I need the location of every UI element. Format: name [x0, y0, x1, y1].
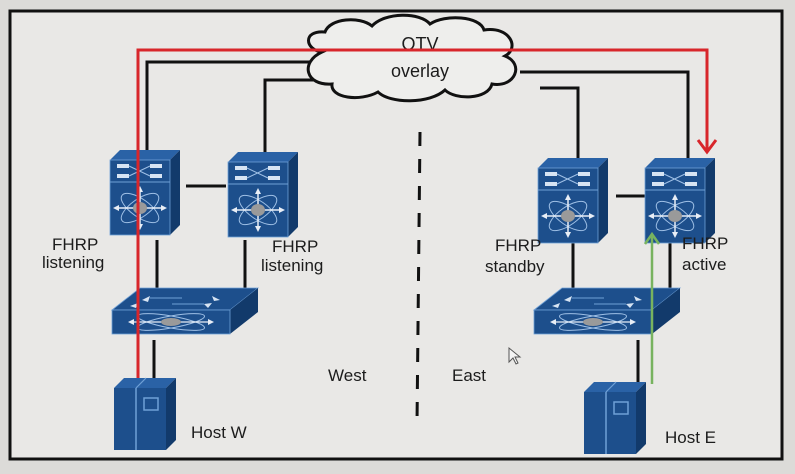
- east-aggregation-switch-2: [644, 157, 716, 244]
- west-aggregation-switch-2: [227, 151, 299, 238]
- cloud-label-overlay: overlay: [391, 61, 449, 81]
- east-access-switch: [533, 287, 681, 335]
- link-east1-otv: [540, 86, 580, 160]
- outbound-arrowhead-icon: [696, 139, 718, 155]
- west-aggregation-switch-1: [109, 149, 181, 236]
- west-agg2-label-line1: FHRP: [272, 237, 318, 256]
- outbound-traffic-path: [136, 48, 718, 378]
- region-label-west: West: [328, 366, 367, 385]
- host-e-server: [583, 381, 647, 455]
- east-aggregation-switch-1: [537, 157, 609, 244]
- west-east-divider: [415, 131, 422, 425]
- network-links: [145, 60, 690, 384]
- east-agg1-label-line2: standby: [485, 257, 545, 276]
- return-arrowhead-icon: [643, 231, 661, 245]
- host-e-label: Host E: [665, 428, 716, 447]
- east-agg2-label-line1: FHRP: [682, 234, 728, 253]
- link-east2-otv: [520, 70, 690, 160]
- region-label-east: East: [452, 366, 486, 385]
- mouse-pointer-icon: [508, 346, 522, 365]
- west-agg1-label-line2: listening: [42, 253, 104, 272]
- return-traffic-path: [643, 231, 661, 384]
- east-agg2-label-line2: active: [682, 255, 726, 274]
- west-agg1-label-line1: FHRP: [52, 235, 98, 254]
- otv-overlay-cloud: OTV overlay: [306, 13, 518, 103]
- host-w-server: [113, 377, 177, 451]
- link-west2-otv: [263, 78, 330, 160]
- east-agg1-label-line1: FHRP: [495, 236, 541, 255]
- host-w-label: Host W: [191, 423, 247, 442]
- west-access-switch: [111, 287, 259, 335]
- west-agg2-label-line2: listening: [261, 256, 323, 275]
- link-west1-otv: [145, 60, 320, 160]
